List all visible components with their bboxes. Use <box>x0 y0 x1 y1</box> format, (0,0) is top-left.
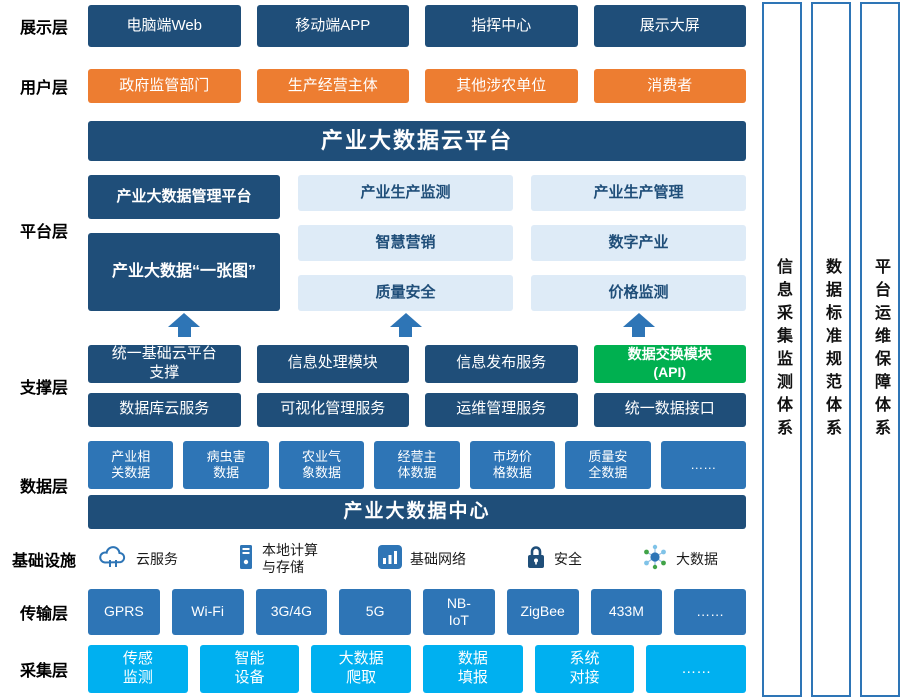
infra-item-security: 安全 <box>526 544 582 575</box>
platform-layer-row: 平台层 产业大数据云平台 产业大数据管理平台 产业大数据“一张图” 产业生产监测… <box>0 121 752 339</box>
server-icon <box>238 544 254 575</box>
collection-box: 传感 监测 <box>88 645 188 693</box>
layer-label-support: 支撑层 <box>19 380 68 397</box>
infra-label: 本地计算 与存储 <box>262 542 318 575</box>
transmission-boxes: GPRS Wi-Fi 3G/4G 5G NB- IoT ZigBee 433M … <box>88 589 746 635</box>
infra-item-network: 基础网络 <box>378 544 466 574</box>
collection-box: 系统 对接 <box>534 645 635 693</box>
data-center-banner: 产业大数据中心 <box>88 495 746 529</box>
user-box: 政府监管部门 <box>88 69 241 103</box>
display-box: 展示大屏 <box>593 5 746 47</box>
side-system-bar-data-standards: 数据标准规范体系 <box>811 2 851 697</box>
support-layer-content: 统一基础云平台 支撑 信息处理模块 信息发布服务 数据交换模块 (API) 数据… <box>88 345 746 427</box>
layer-label-collection: 采集层 <box>19 663 68 680</box>
layer-label-display: 展示层 <box>19 20 68 37</box>
support-layer-row: 支撑层 统一基础云平台 支撑 信息处理模块 信息发布服务 数据交换模块 (API… <box>0 345 752 427</box>
support-box: 数据库云服务 <box>88 392 241 427</box>
user-box: 生产经营主体 <box>256 69 409 103</box>
platform-module-box: 质量安全 <box>298 275 513 311</box>
data-box: 农业气 象数据 <box>278 441 365 489</box>
platform-module-box: 产业生产监测 <box>298 175 513 211</box>
transmission-box-more: …… <box>674 589 746 635</box>
support-box: 信息处理模块 <box>256 345 409 383</box>
infrastructure-row: 基础设施 云服务 <box>0 539 752 579</box>
collection-box-more: …… <box>646 645 747 693</box>
support-box: 信息发布服务 <box>425 345 578 383</box>
data-layer-content: 产业相 关数据 病虫害 数据 农业气 象数据 经营主 体数据 市场价 格数据 质… <box>88 441 746 529</box>
lock-icon <box>526 544 546 575</box>
up-arrow-icon <box>389 313 422 337</box>
infra-label: 云服务 <box>136 550 178 567</box>
up-arrow-icon <box>168 313 200 337</box>
transmission-box: NB- IoT <box>423 589 495 635</box>
support-box: 运维管理服务 <box>425 392 578 427</box>
diagram-main-column: 展示层 电脑端Web 移动端APP 指挥中心 展示大屏 用户层 政府监管部门 生… <box>0 5 752 693</box>
transmission-box: Wi-Fi <box>171 589 244 635</box>
up-arrow-icon <box>622 313 655 337</box>
layer-label-platform: 平台层 <box>19 224 68 241</box>
transmission-box: 5G <box>339 589 411 635</box>
infra-item-bigdata: 大数据 <box>642 544 718 575</box>
transmission-layer-row: 传输层 GPRS Wi-Fi 3G/4G 5G NB- IoT ZigBee 4… <box>0 589 752 635</box>
bigdata-icon <box>642 544 668 575</box>
user-box: 消费者 <box>593 69 746 103</box>
display-layer-row: 展示层 电脑端Web 移动端APP 指挥中心 展示大屏 <box>0 5 752 47</box>
cloud-icon <box>98 545 128 573</box>
layer-label-data: 数据层 <box>19 479 68 496</box>
data-layer-row: 数据层 产业相 关数据 病虫害 数据 农业气 象数据 经营主 体数据 市场价 格… <box>0 441 752 529</box>
layer-label-infra: 基础设施 <box>11 553 76 570</box>
display-box: 移动端APP <box>256 5 409 47</box>
infrastructure-items: 云服务 本地计算 与存储 <box>88 539 746 579</box>
platform-module-box: 智慧营销 <box>298 225 513 261</box>
data-box: 质量安 全数据 <box>565 441 651 489</box>
display-box: 指挥中心 <box>425 5 578 47</box>
arrow-row <box>88 313 746 339</box>
side-system-bars: 信息采集监测体系 数据标准规范体系 平台运维保障体系 <box>762 2 900 697</box>
collection-layer-row: 采集层 传感 监测 智能 设备 大数据 爬取 数据 填报 系统 对接 …… <box>0 645 752 693</box>
transmission-box: 3G/4G <box>255 589 328 635</box>
user-box: 其他涉农单位 <box>425 69 578 103</box>
data-box: 产业相 关数据 <box>88 441 174 489</box>
network-icon <box>378 544 402 574</box>
data-box: 病虫害 数据 <box>183 441 269 489</box>
display-layer-boxes: 电脑端Web 移动端APP 指挥中心 展示大屏 <box>88 5 746 47</box>
side-system-bar-info-collection: 信息采集监测体系 <box>762 2 802 697</box>
transmission-box: ZigBee <box>506 589 579 635</box>
api-exchange-box: 数据交换模块 (API) <box>593 345 746 383</box>
infra-item-local-compute: 本地计算 与存储 <box>238 542 318 576</box>
transmission-box: 433M <box>590 589 663 635</box>
platform-left-box: 产业大数据管理平台 <box>88 175 280 219</box>
platform-banner: 产业大数据云平台 <box>88 121 746 161</box>
infra-label: 基础网络 <box>410 550 466 567</box>
support-box: 可视化管理服务 <box>256 392 409 427</box>
infra-item-cloud: 云服务 <box>98 545 178 573</box>
support-box: 统一数据接口 <box>593 392 746 427</box>
platform-left-box: 产业大数据“一张图” <box>88 233 280 311</box>
platform-module-box: 产业生产管理 <box>531 175 746 211</box>
platform-body: 产业大数据管理平台 产业大数据“一张图” 产业生产监测 产业生产管理 智慧营销 … <box>88 175 746 311</box>
data-box-more: …… <box>660 441 746 489</box>
layer-label-user: 用户层 <box>19 80 68 97</box>
platform-module-box: 数字产业 <box>531 225 746 261</box>
platform-layer-content: 产业大数据云平台 产业大数据管理平台 产业大数据“一张图” 产业生产监测 产业生… <box>88 121 746 339</box>
user-layer-boxes: 政府监管部门 生产经营主体 其他涉农单位 消费者 <box>88 69 746 103</box>
platform-module-box: 价格监测 <box>531 275 746 311</box>
platform-left-column: 产业大数据管理平台 产业大数据“一张图” <box>88 175 280 311</box>
collection-boxes: 传感 监测 智能 设备 大数据 爬取 数据 填报 系统 对接 …… <box>88 645 747 693</box>
side-system-bar-platform-ops: 平台运维保障体系 <box>860 2 900 697</box>
user-layer-row: 用户层 政府监管部门 生产经营主体 其他涉农单位 消费者 <box>0 69 752 103</box>
transmission-box: GPRS <box>88 589 160 635</box>
layer-label-transmission: 传输层 <box>19 606 68 623</box>
infra-label: 大数据 <box>676 550 718 567</box>
data-box: 经营主 体数据 <box>374 441 460 489</box>
display-box: 电脑端Web <box>88 5 241 47</box>
support-box: 统一基础云平台 支撑 <box>88 345 241 383</box>
collection-box: 数据 填报 <box>423 645 523 693</box>
collection-box: 大数据 爬取 <box>311 645 412 693</box>
data-box: 市场价 格数据 <box>469 441 556 489</box>
collection-box: 智能 设备 <box>199 645 300 693</box>
infra-label: 安全 <box>554 550 582 567</box>
platform-module-grid: 产业生产监测 产业生产管理 智慧营销 数字产业 质量安全 价格监测 <box>298 175 746 311</box>
